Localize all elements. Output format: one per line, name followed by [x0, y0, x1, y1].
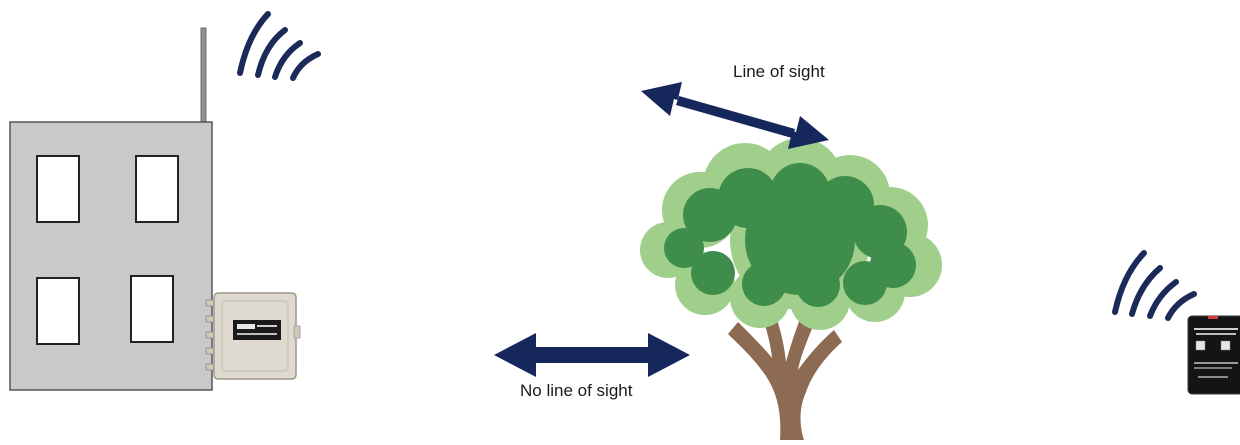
wireless-signal-icon [1112, 250, 1197, 321]
building-icon [9, 121, 213, 391]
tree-icon [640, 138, 942, 440]
receiver-enclosure-icon [205, 292, 301, 380]
building-window [36, 155, 80, 223]
wireless-signal-icon [237, 11, 321, 81]
building-window [36, 277, 80, 345]
double-arrow-icon [641, 82, 829, 149]
remote-transmitter-icon [1187, 315, 1240, 395]
no-line-of-sight-label: No line of sight [520, 381, 633, 400]
building-window [135, 155, 179, 223]
building-window [130, 275, 174, 343]
double-arrow-icon [494, 333, 690, 377]
antenna-icon [200, 27, 207, 125]
line-of-sight-label: Line of sight [733, 62, 825, 81]
